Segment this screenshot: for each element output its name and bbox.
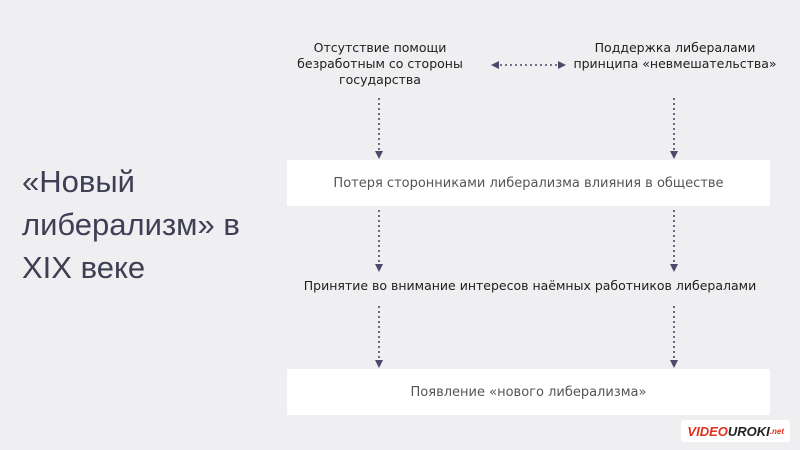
influence-loss-text: Потеря сторонниками либерализма влияния … (333, 175, 724, 191)
logo-part-video: VIDEO (687, 423, 728, 439)
new-liberalism-text: Появление «нового либерализма» (410, 384, 647, 400)
logo-part-uroki: UROKI (727, 423, 770, 439)
workers-interests-text: Принятие во внимание интересов наёмных р… (303, 278, 757, 293)
influence-loss-box: Потеря сторонниками либерализма влияния … (287, 160, 770, 206)
slide-title: «Новый либерализм» в XIX веке (22, 164, 240, 285)
cause-right-text: Поддержка либералами принципа «невмешате… (573, 40, 777, 71)
cause-left-text: Отсутствие помощи безработным со стороны… (297, 40, 463, 87)
new-liberalism-box: Появление «нового либерализма» (287, 369, 770, 415)
logo-suffix: .net (769, 426, 784, 436)
